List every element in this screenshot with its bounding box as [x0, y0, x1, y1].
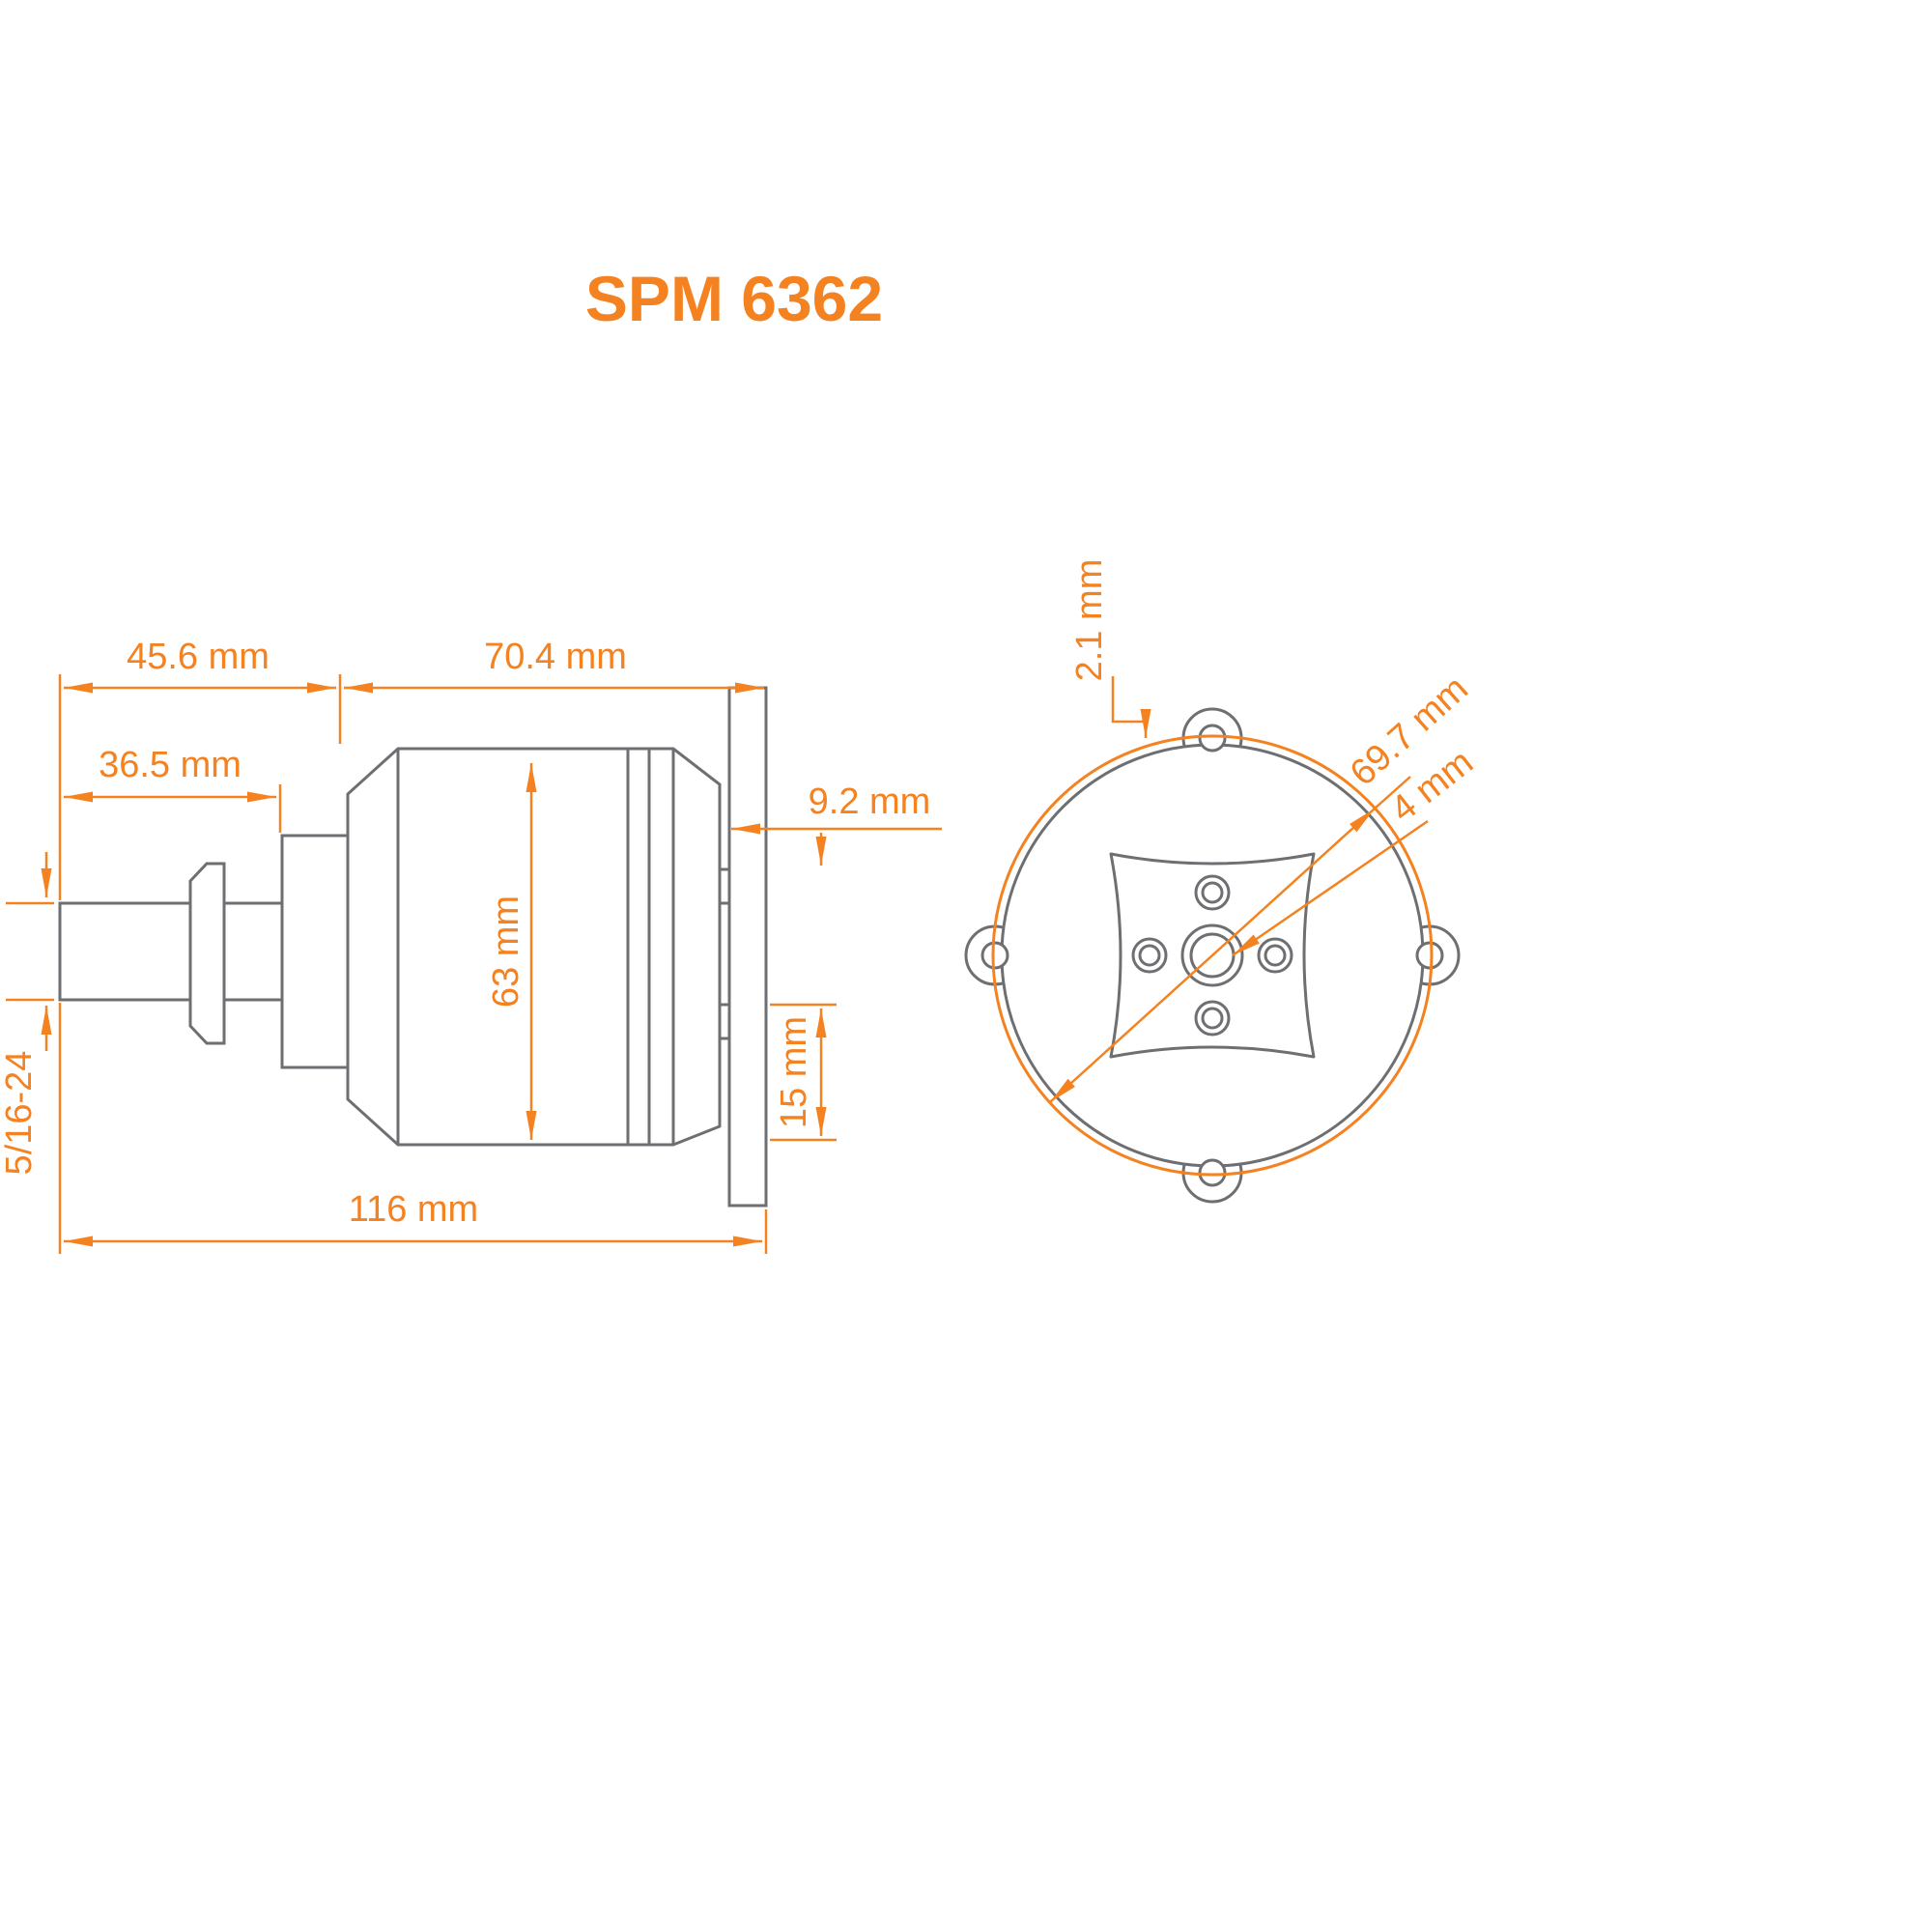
motor-can: [346, 747, 722, 1147]
dim-label-can-diameter: 63 mm: [486, 895, 526, 1008]
mount-ear-hole-top: [1198, 724, 1227, 753]
screw-hole-bottom-inner: [1201, 1007, 1224, 1030]
mount-ear-hole-right: [1415, 941, 1444, 970]
leader-shaft-diameter: [1232, 819, 1429, 957]
dim-label-mount-height: 15 mm: [774, 1016, 814, 1128]
screw-hole-top-inner: [1201, 881, 1224, 904]
motor-shaft: [58, 901, 292, 1002]
front-bearing-housing: [280, 834, 350, 1069]
dim-label-overall-length: 116 mm: [349, 1189, 478, 1230]
dim-line-case-diameter-ext: [1374, 776, 1411, 810]
screw-hole-right-inner: [1264, 944, 1287, 967]
screw-hole-left-inner: [1138, 944, 1161, 967]
dim-label-shaft-length: 45.6 mm: [127, 637, 270, 677]
dim-label-plate-thickness: 2.1 mm: [1069, 559, 1110, 682]
side-view: 45.6 mm 70.4 mm 36.5 mm 9.2 mm 63 mm 15 …: [0, 637, 942, 1254]
mount-plate-side: [727, 686, 768, 1208]
dim-label-shaft-to-mount: 36.5 mm: [99, 745, 242, 785]
case-diameter-circle: [991, 734, 1434, 1177]
leader-plate-thickness: [1111, 676, 1151, 738]
drawing-title: SPM 6362: [585, 263, 883, 334]
dim-label-shaft-thread: 5/16-24: [0, 1051, 40, 1176]
mount-ear-hole-bottom: [1198, 1158, 1227, 1187]
prop-collar: [188, 862, 226, 1045]
front-view: 2.1 mm 69.7 mm 4 mm: [964, 559, 1481, 1204]
mount-ear-hole-left: [980, 941, 1009, 970]
dim-label-rear-offset: 9.2 mm: [809, 781, 931, 822]
dim-line-case-diameter: [1049, 808, 1376, 1103]
dim-label-can-length: 70.4 mm: [484, 637, 627, 677]
